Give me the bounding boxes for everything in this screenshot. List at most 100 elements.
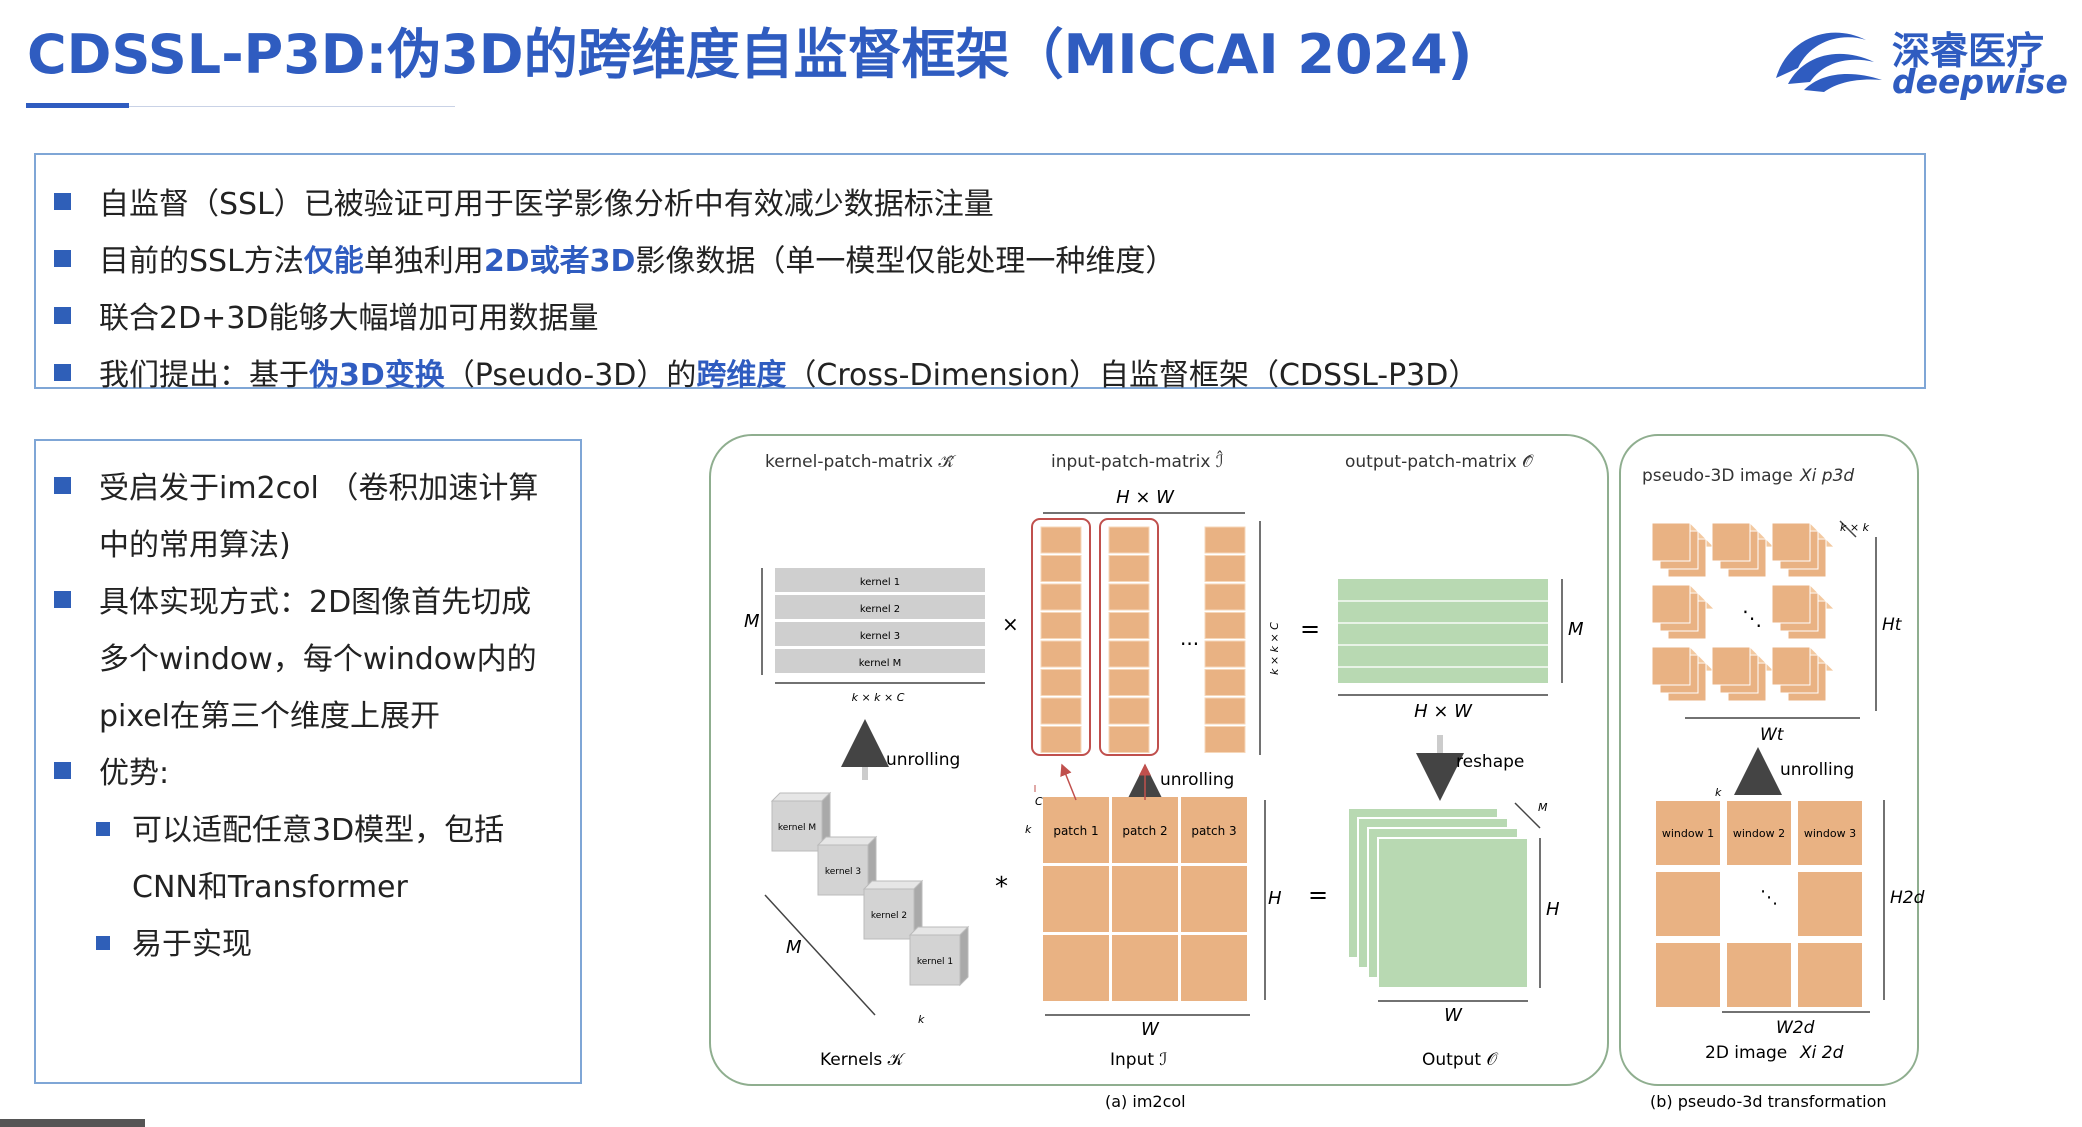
wave-logo-icon xyxy=(1776,32,1882,92)
sub-bullet-item: 易于实现 xyxy=(96,919,252,963)
bullet-square-icon xyxy=(54,307,71,324)
image-2d-label: 2D image xyxy=(1705,1043,1787,1063)
input-patch-cell xyxy=(1108,583,1150,611)
bullet-square-icon xyxy=(54,477,71,494)
h-symbol: H xyxy=(1268,888,1282,909)
progress-bar xyxy=(0,1119,145,1127)
left-panel-box: 受启发于im2col （卷积加速计算 中的常用算法) 具体实现方式：2D图像首先… xyxy=(34,439,582,1084)
m-symbol: M xyxy=(1568,619,1584,640)
kernel-row-label: kernel M xyxy=(859,658,902,669)
kernel-cube-top xyxy=(816,836,878,846)
unrolling-label: unrolling xyxy=(1780,760,1854,780)
window-cell xyxy=(1727,801,1791,865)
top-bullet-box: 自监督（SSL）已被验证可用于医学影像分析中有效减少数据标注量 目前的SSL方法… xyxy=(34,153,1926,393)
patch-label: patch 3 xyxy=(1191,824,1236,838)
caption-a: (a) im2col xyxy=(1105,1092,1186,1111)
unrolling-label: unrolling xyxy=(886,750,960,770)
input-patch-cell xyxy=(1108,526,1150,554)
kernel-cube-top xyxy=(862,880,924,890)
dots-symbol: ... xyxy=(1180,626,1199,650)
bullet-square-icon xyxy=(54,250,71,267)
input-patch-cell xyxy=(1040,583,1082,611)
kernel-cube-label: kernel 1 xyxy=(917,957,953,967)
diagonal-dots-symbol: ⋱ xyxy=(1760,887,1778,908)
window-cell xyxy=(1656,943,1720,1007)
k-symbol: k xyxy=(1715,786,1722,799)
window-cell xyxy=(1798,872,1862,936)
kernel-cube-top xyxy=(908,926,970,936)
title-underline-accent xyxy=(26,103,129,108)
bullet-text: 影像数据（单一模型仅能处理一种维度） xyxy=(635,244,1176,279)
kernel-row-label: kernel 2 xyxy=(860,604,900,615)
kernel-cube-label: kernel 3 xyxy=(825,867,861,877)
bullet-text: 可以适配任意3D模型，包括 xyxy=(132,813,505,848)
kernel-cube-front xyxy=(771,800,823,852)
sub-bullet-item: 可以适配任意3D模型，包括 xyxy=(96,805,504,849)
input-patch-cell xyxy=(1204,612,1246,639)
output-patch-matrix: M H × W xyxy=(1338,579,1584,722)
input-patch-cell xyxy=(1040,726,1082,753)
input-patch-cell xyxy=(1204,726,1246,753)
kernel-patch-matrix: kernel 1 kernel 2 kernel 3 kernel M M k … xyxy=(744,568,985,704)
kernel-cube-label: kernel M xyxy=(778,823,816,833)
input-patch-matrix-label: input-patch-matrix ℐ̂ xyxy=(1051,449,1224,472)
highlight-text: 仅能 xyxy=(303,244,364,279)
input-patch-cell xyxy=(1204,640,1246,668)
pseudo3d-image-label: pseudo-3D image xyxy=(1642,466,1793,486)
input-patch-cell xyxy=(1204,697,1246,725)
h-symbol: H xyxy=(1546,899,1560,920)
input-patch-cell xyxy=(1181,797,1247,863)
bullet-text: CNN和Transformer xyxy=(132,870,408,905)
times-operator: × xyxy=(1002,612,1019,636)
h2d-symbol: H2d xyxy=(1890,888,1925,908)
output-label: Output 𝒪 xyxy=(1422,1050,1498,1070)
bullet-text: （Pseudo-3D）的 xyxy=(444,358,697,393)
bullet-text: 优势: xyxy=(99,756,170,791)
k-symbol: k xyxy=(1025,823,1032,836)
bullet-item: 受启发于im2col （卷积加速计算 xyxy=(54,463,538,507)
input-patch-matrix: H × W ... k × k × C xyxy=(1031,487,1281,756)
input-patch-cell xyxy=(1043,866,1109,932)
m-symbol: M xyxy=(1538,801,1548,814)
p3d-cube-face xyxy=(1771,646,1811,686)
input-patch-cell xyxy=(1112,935,1178,1001)
highlight-text: 跨维度 xyxy=(696,358,787,393)
bullet-square-icon xyxy=(96,936,110,950)
x-2d-symbol: Xi 2d xyxy=(1799,1043,1844,1063)
input-patch-cell xyxy=(1181,935,1247,1001)
bullet-item: 目前的SSL方法仅能单独利用2D或者3D影像数据（单一模型仅能处理一种维度） xyxy=(54,236,1175,280)
input-patch-cell xyxy=(1040,526,1082,554)
bullet-square-icon xyxy=(54,364,71,381)
input-patch-cell xyxy=(1108,697,1150,725)
input-patch-cell xyxy=(1108,555,1150,582)
bullet-item: 我们提出：基于伪3D变换（Pseudo-3D）的跨维度（Cross-Dimens… xyxy=(54,350,1478,394)
input-label: Input ℐ xyxy=(1110,1050,1167,1070)
bullet-item: 联合2D+3D能够大幅增加可用数据量 xyxy=(54,293,599,337)
kernel-patch-matrix-label: kernel-patch-matrix 𝒦̂ xyxy=(765,452,956,472)
patch-arrow xyxy=(1060,763,1077,801)
equals-operator: = xyxy=(1300,615,1320,643)
input-patch-cell xyxy=(1040,697,1082,725)
window-cell xyxy=(1656,801,1720,865)
bullet-item: 自监督（SSL）已被验证可用于医学影像分析中有效减少数据标注量 xyxy=(54,179,994,223)
input-patch-cell xyxy=(1108,669,1150,696)
bullet-text: 我们提出：基于 xyxy=(99,358,309,393)
kxk-symbol: k × k xyxy=(1840,521,1870,534)
bullet-square-icon xyxy=(54,193,71,210)
x-p3d-symbol: Xi p3d xyxy=(1799,466,1854,486)
bullet-text: 易于实现 xyxy=(132,927,252,962)
window-label: window 3 xyxy=(1804,827,1856,840)
hxw-symbol: H × W xyxy=(1116,487,1175,508)
bullet-item: 具体实现方式：2D图像首先切成 xyxy=(54,577,531,621)
logo-text-cn: 深睿医疗 xyxy=(1892,29,2045,73)
c-symbol: C xyxy=(1035,795,1043,808)
window-label: window 1 xyxy=(1662,827,1714,840)
input-patch-cell xyxy=(1204,555,1246,582)
input-patch-cell xyxy=(1040,669,1082,696)
kernels-label: Kernels 𝒦 xyxy=(820,1050,906,1070)
p3d-cube-face xyxy=(1711,522,1751,562)
hxw-symbol: H × W xyxy=(1414,701,1473,722)
kernel-cube-front xyxy=(863,888,915,940)
